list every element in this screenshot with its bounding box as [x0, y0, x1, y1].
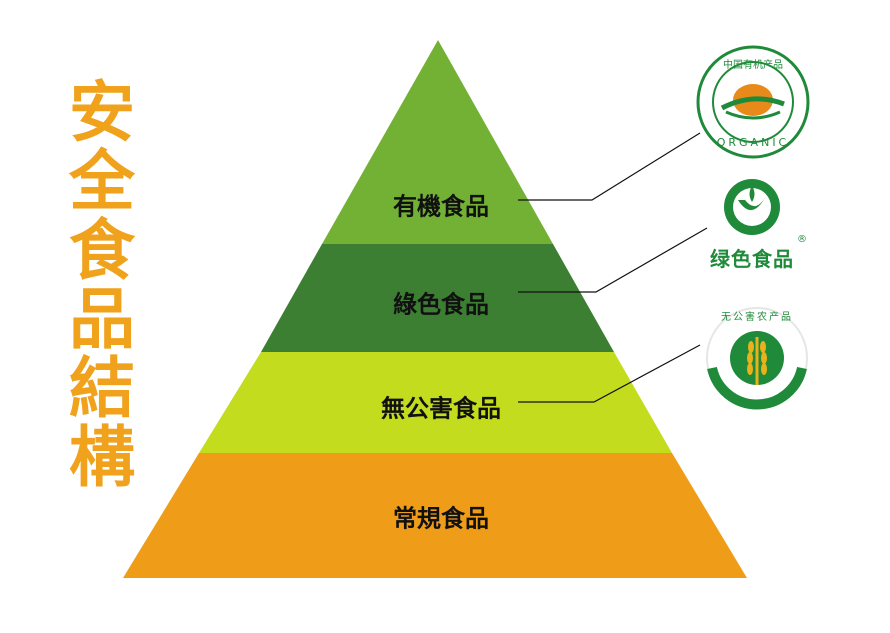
organic-logo-top-text: 中国有机产品 — [723, 58, 783, 71]
green-food-logo-icon: ® — [724, 179, 807, 245]
pollution-free-logo-text: 无公害农产品 — [721, 310, 793, 323]
title-char: 品 — [69, 280, 135, 358]
tier-label-organic: 有機食品 — [393, 191, 489, 221]
connector-line-organic — [518, 132, 701, 201]
title-char: 全 — [69, 142, 135, 220]
pollution-free-logo-icon: 无公害农产品 — [706, 307, 808, 410]
pyramid-tier-pollution-free — [199, 352, 672, 453]
organic-logo-icon: 中国有机产品 ORGANIC — [696, 45, 810, 159]
tier-label-pollution-free: 無公害食品 — [381, 393, 501, 423]
tier-label-green: 綠色食品 — [393, 289, 489, 319]
title-char: 結 — [69, 349, 135, 427]
title-char: 安 — [69, 73, 135, 151]
vertical-title: 安 全 食 品 結 構 — [62, 78, 142, 492]
tier-label-conventional: 常規食品 — [393, 503, 489, 533]
green-food-logo-text: 绿色食品 — [710, 247, 794, 271]
organic-logo-bottom-text: ORGANIC — [717, 136, 790, 149]
pyramid-tier-organic — [322, 40, 553, 244]
pyramid-tier-green — [261, 244, 614, 352]
green-food-registered-mark: ® — [797, 234, 807, 245]
title-char: 構 — [69, 418, 135, 496]
connector-line-pollution-free — [518, 344, 701, 403]
title-char: 食 — [69, 211, 135, 289]
connector-line-green — [518, 227, 708, 293]
pyramid-tier-conventional — [123, 453, 747, 578]
